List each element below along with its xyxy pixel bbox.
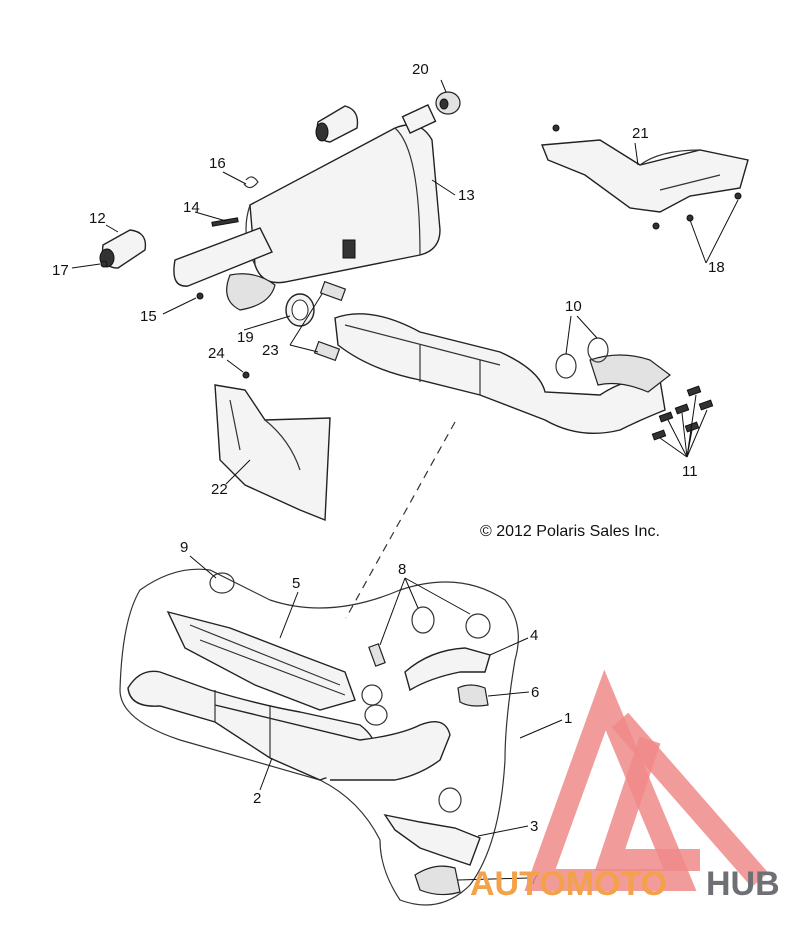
leader-lines — [71, 79, 739, 881]
relation-line — [345, 421, 456, 619]
callout-11: 11 — [682, 463, 698, 480]
exhaust-tip-part — [99, 105, 359, 269]
callout-22: 22 — [211, 481, 228, 498]
gasket-part — [285, 293, 315, 327]
hardware-small-parts — [100, 176, 259, 300]
callout-19: 19 — [237, 329, 254, 346]
callout-14: 14 — [183, 199, 200, 216]
callout-12: 12 — [89, 210, 106, 227]
callout-2: 2 — [253, 790, 261, 807]
callout-24: 24 — [208, 345, 225, 362]
callout-13: 13 — [458, 187, 475, 204]
callout-6: 6 — [531, 684, 539, 701]
watermark-text-a: AUTOMOTO — [470, 865, 667, 903]
watermark-logo: AUTOMOTO HUB — [470, 669, 780, 903]
callout-20: 20 — [412, 61, 429, 78]
callout-5: 5 — [292, 575, 300, 592]
callout-10: 10 — [565, 298, 582, 315]
callout-4: 4 — [530, 627, 538, 644]
callout-21: 21 — [632, 125, 649, 142]
callout-labels: 20 21 16 13 14 12 17 15 19 23 24 18 10 1… — [52, 61, 725, 888]
callout-18: 18 — [708, 259, 725, 276]
callout-17: 17 — [52, 262, 69, 279]
watermark-text-b: HUB — [706, 865, 780, 903]
muffler-part — [173, 103, 441, 311]
grommet-part — [435, 91, 461, 115]
callout-15: 15 — [140, 308, 157, 325]
copyright-text: © 2012 Polaris Sales Inc. — [480, 523, 660, 540]
callout-3: 3 — [530, 818, 538, 835]
header-assembly-part — [119, 568, 519, 906]
callout-23: 23 — [262, 342, 279, 359]
head-pipe-part — [334, 313, 671, 435]
callout-8: 8 — [398, 561, 406, 578]
callout-9: 9 — [180, 539, 188, 556]
heat-shield-upper-part — [540, 124, 749, 230]
callout-16: 16 — [209, 155, 226, 172]
callout-1: 1 — [564, 710, 572, 727]
bolt-set-part — [651, 385, 714, 441]
heat-shield-lower-part — [214, 371, 331, 522]
spring-parts — [313, 280, 347, 362]
